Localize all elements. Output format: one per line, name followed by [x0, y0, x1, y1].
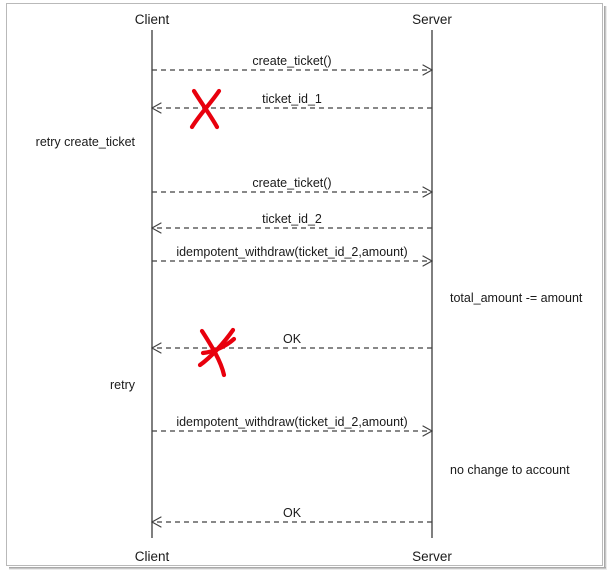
- message-m8: OK: [150, 506, 432, 528]
- participant-header-server: Server: [412, 12, 452, 27]
- annotations-group: retry create_ticket total_amount -= amoun…: [36, 135, 583, 477]
- message-label: create_ticket(): [252, 54, 331, 68]
- diagram-canvas: [6, 3, 603, 566]
- frame-shadow-right: [604, 6, 607, 570]
- participant-footer-server: Server: [412, 549, 452, 564]
- messages-group: create_ticket() ticket_id_1 create_ticket(…: [150, 54, 434, 528]
- frame-shadow-bottom: [9, 567, 606, 570]
- failure-x-stroke: [189, 88, 222, 130]
- message-label: idempotent_withdraw(ticket_id_2,amount): [176, 415, 407, 429]
- failure-x-icon: [189, 88, 222, 130]
- message-label: OK: [283, 506, 302, 520]
- message-arrowhead: [150, 516, 162, 528]
- message-arrowhead: [422, 425, 434, 437]
- message-m6: OK: [150, 332, 432, 354]
- message-arrowhead: [422, 186, 434, 198]
- message-arrowhead: [150, 222, 162, 234]
- message-m4: ticket_id_2: [150, 212, 432, 234]
- failure-marks-group: [189, 88, 237, 378]
- message-label: create_ticket(): [252, 176, 331, 190]
- message-label: ticket_id_1: [262, 92, 322, 106]
- message-arrowhead: [422, 64, 434, 76]
- message-m3: create_ticket(): [152, 176, 434, 198]
- message-arrowhead: [422, 255, 434, 267]
- annotation-a3: retry: [110, 378, 136, 392]
- annotation-a4: no change to account: [450, 463, 570, 477]
- message-arrowhead: [150, 342, 162, 354]
- annotation-a1: retry create_ticket: [36, 135, 136, 149]
- message-m1: create_ticket(): [152, 54, 434, 76]
- message-label: ticket_id_2: [262, 212, 322, 226]
- participant-footer-client: Client: [135, 549, 170, 564]
- failure-x-icon: [197, 327, 237, 378]
- message-label: OK: [283, 332, 302, 346]
- annotation-a2: total_amount -= amount: [450, 291, 583, 305]
- message-arrowhead: [150, 102, 162, 114]
- failure-x-stroke: [200, 336, 237, 356]
- participant-header-client: Client: [135, 12, 170, 27]
- message-m2: ticket_id_1: [150, 92, 432, 114]
- message-m7: idempotent_withdraw(ticket_id_2,amount): [152, 415, 434, 437]
- message-m5: idempotent_withdraw(ticket_id_2,amount): [152, 245, 434, 267]
- message-label: idempotent_withdraw(ticket_id_2,amount): [176, 245, 407, 259]
- lifelines-group: [151, 30, 433, 538]
